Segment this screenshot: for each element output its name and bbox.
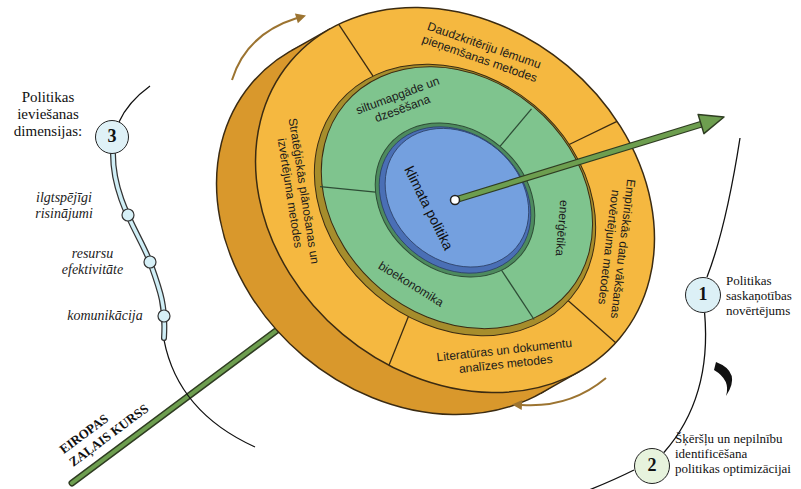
orbit-line: [584, 470, 634, 489]
step-heading: Politikas saskaņotības novērtējums: [726, 273, 798, 318]
segment-text: Empīriskās datu vākšanas novērtējuma met…: [593, 175, 638, 321]
step-number: 3: [96, 121, 128, 152]
bead: [122, 209, 134, 221]
segment-text: bioekonomika: [375, 259, 445, 310]
ring-divider: [320, 162, 376, 216]
step-heading: Politikas ieviešanas dimensijas:: [6, 89, 90, 140]
step-number: 1: [686, 278, 720, 311]
disc-back: [139, 0, 693, 489]
core-text: klimata politika: [401, 163, 456, 252]
axis-arrow: [455, 124, 702, 200]
core-disc: klimata politika: [401, 163, 456, 252]
rotation-arrowhead: [295, 14, 306, 24]
dimension-item: ilgtspējīgi risinājumi: [24, 190, 104, 222]
ring-segment: Empīriskās datu vākšanas novērtējuma met…: [593, 175, 638, 321]
orbit-line: [164, 340, 255, 447]
ring-segment: Stratēģiskās plānošanas un izvērtējuma m…: [272, 116, 323, 269]
segment-text: siltumapgāde un dzesēšana: [348, 71, 452, 132]
ring-segment: bioekonomika: [375, 259, 445, 310]
ring-divider: [491, 270, 545, 319]
ring-divider: [327, 24, 384, 76]
ring-lip: [260, 8, 651, 392]
middle-ring: [268, 13, 645, 383]
ring-segment: Literatūras un dokumentu analīzes metode…: [434, 335, 576, 378]
step-circle: 1Politikas saskaņotības novērtējums: [685, 277, 721, 313]
axis-dot: [451, 196, 460, 205]
step-heading: Šķēršļu un nepilnību identificēšana poli…: [675, 431, 794, 476]
segment-text: enerģētika: [553, 200, 572, 257]
step-number: 2: [635, 449, 669, 482]
dimension-item: resursu efektivitāte: [50, 246, 135, 278]
bead: [158, 310, 170, 322]
ring-segment: siltumapgāde un dzesēšana: [348, 71, 452, 132]
ring-divider: [376, 317, 421, 366]
orbit-line: [119, 86, 150, 122]
axis-shaft-outline: [72, 313, 300, 483]
rotation-arrowhead: [512, 400, 522, 410]
orbit-line: [707, 138, 740, 277]
disc-front: [178, 0, 732, 472]
outer-ring: [178, 0, 732, 472]
segment-text: Stratēģiskās plānošanas un izvērtējuma m…: [272, 116, 323, 269]
axis-arrowhead: [698, 114, 724, 133]
axis-shaft: [72, 313, 300, 483]
swoosh-symbol: [714, 362, 732, 396]
step-circle: 3Politikas ieviešanas dimensijas:: [95, 120, 129, 154]
ring-divider: [500, 109, 531, 147]
step-circle: 2Šķēršļu un nepilnību identificēšana pol…: [634, 448, 670, 484]
dimension-item: komunikācija: [60, 308, 150, 324]
bead: [144, 256, 156, 268]
rotation-arrow: [232, 18, 297, 80]
axis-arrow-outline: [455, 124, 702, 200]
rotation-arrow: [522, 378, 606, 405]
disc-back-face: [139, 0, 693, 489]
segment-text: Literatūras un dokumentu analīzes metode…: [434, 335, 576, 378]
ring-segment: enerģētika: [553, 200, 572, 257]
axis-label: EIROPAS ZAĻAIS KURSS: [57, 384, 158, 471]
